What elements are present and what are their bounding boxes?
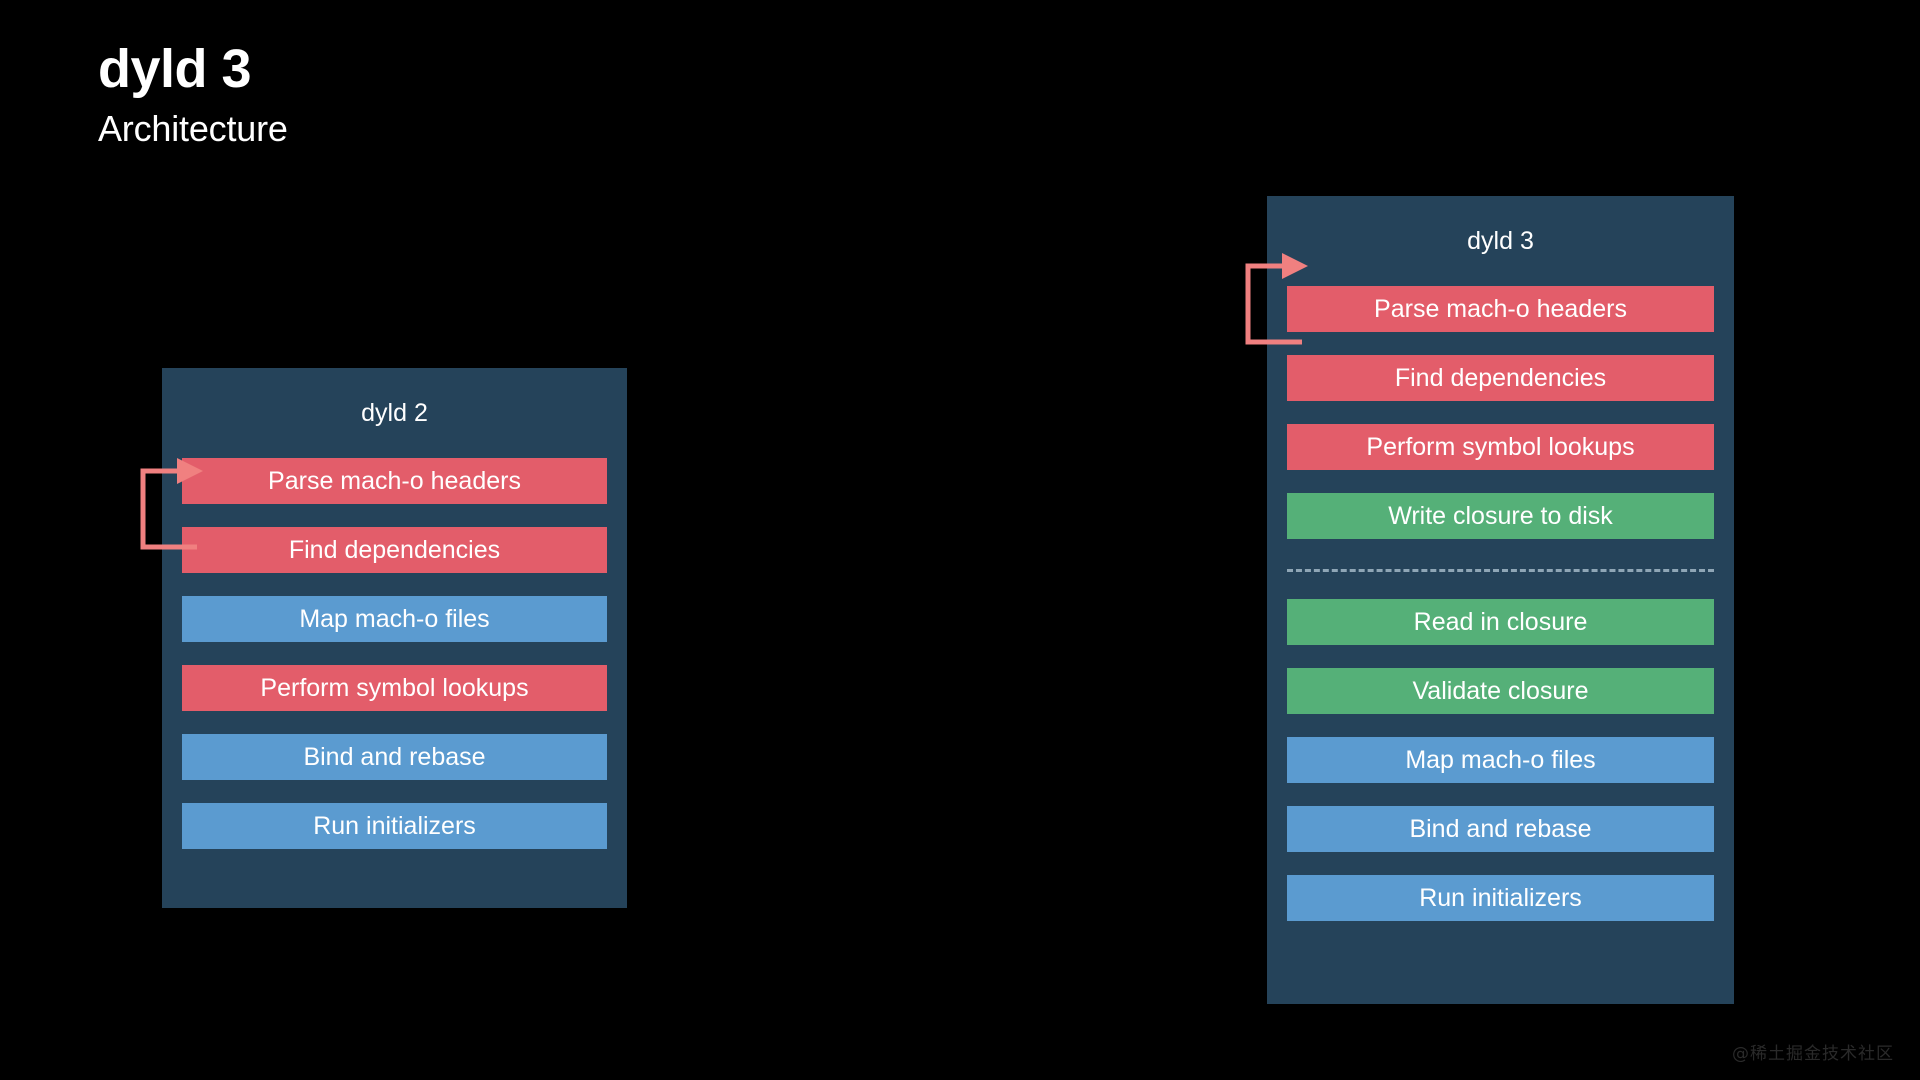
stage-perform-symbol-lookups[interactable]: Perform symbol lookups — [182, 665, 607, 711]
stage-run-initializers[interactable]: Run initializers — [1287, 875, 1714, 921]
stage-list-dyld2: Parse mach-o headers Find dependencies M… — [182, 458, 607, 908]
diagram-panel-dyld3: dyld 3 Parse mach-o headers Find depende… — [1267, 196, 1734, 1004]
stage-parse-mach-o-headers[interactable]: Parse mach-o headers — [182, 458, 607, 504]
stage-bind-and-rebase[interactable]: Bind and rebase — [182, 734, 607, 780]
stage-run-initializers[interactable]: Run initializers — [182, 803, 607, 849]
phase-divider — [1287, 569, 1714, 572]
stage-perform-symbol-lookups[interactable]: Perform symbol lookups — [1287, 424, 1714, 470]
slide-heading: dyld 3 Architecture — [98, 38, 798, 153]
stage-parse-mach-o-headers[interactable]: Parse mach-o headers — [1287, 286, 1714, 332]
diagram-panel-dyld2: dyld 2 Parse mach-o headers Find depende… — [162, 368, 627, 908]
stage-find-dependencies[interactable]: Find dependencies — [182, 527, 607, 573]
stage-write-closure-to-disk[interactable]: Write closure to disk — [1287, 493, 1714, 539]
stage-find-dependencies[interactable]: Find dependencies — [1287, 355, 1714, 401]
stage-read-in-closure[interactable]: Read in closure — [1287, 599, 1714, 645]
stage-bind-and-rebase[interactable]: Bind and rebase — [1287, 806, 1714, 852]
stage-map-mach-o-files[interactable]: Map mach-o files — [1287, 737, 1714, 783]
page-subtitle: Architecture — [98, 108, 288, 150]
stage-validate-closure[interactable]: Validate closure — [1287, 668, 1714, 714]
page-title: dyld 3 — [98, 39, 252, 99]
watermark: @稀土掘金技术社区 — [1732, 1044, 1894, 1064]
stage-list-dyld3: Parse mach-o headers Find dependencies P… — [1287, 286, 1714, 1004]
panel-title-dyld3: dyld 3 — [1467, 227, 1534, 255]
stage-map-mach-o-files[interactable]: Map mach-o files — [182, 596, 607, 642]
panel-title-dyld2: dyld 2 — [361, 399, 428, 427]
